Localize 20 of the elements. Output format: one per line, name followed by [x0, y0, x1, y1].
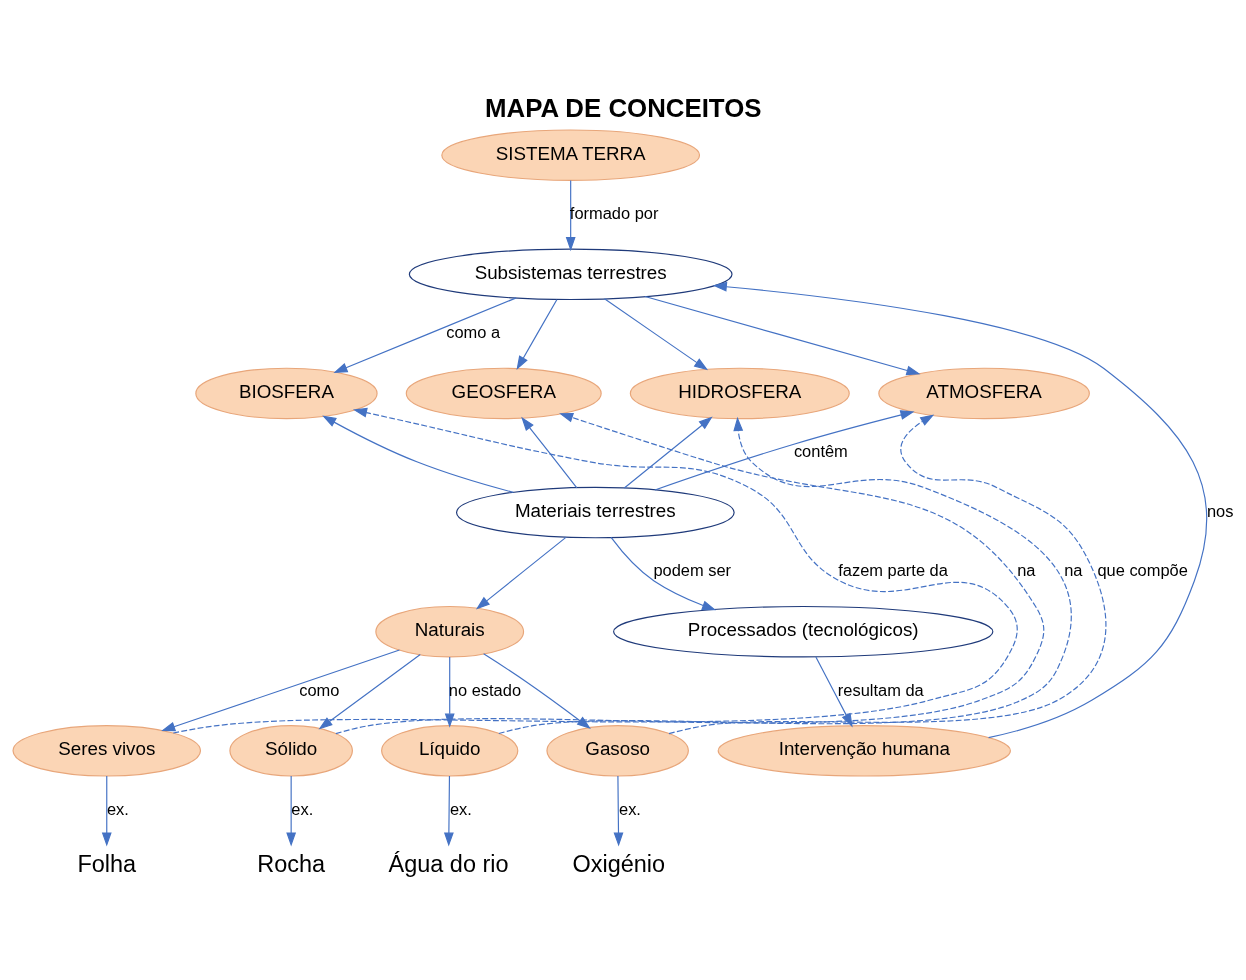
edge-label: ex. [619, 799, 641, 818]
edge-label: como a [446, 323, 501, 342]
node-text: Oxigénio [572, 851, 666, 878]
edge-label: podem ser [653, 561, 732, 580]
edge-label: na [1064, 561, 1083, 580]
node-text: Folha [77, 851, 137, 878]
edge-label: nos [1206, 501, 1234, 520]
edge-label: ex. [106, 799, 129, 818]
node-text: Rocha [257, 851, 326, 878]
node-text: Água do rio [388, 851, 509, 878]
edge-label: que compõe [1097, 561, 1188, 580]
edge-label: como [299, 680, 340, 699]
edge-label: ex. [449, 799, 472, 818]
diagram-title: MAPA DE CONCEITOS [485, 93, 762, 122]
edge-label: resultam da [837, 680, 924, 699]
edge-label: contêm [793, 442, 848, 461]
edge-label: fazem parte da [838, 561, 948, 580]
edge-label: na [1017, 561, 1036, 580]
edge-label: no estado [448, 680, 522, 699]
edge-label: ex. [291, 799, 314, 818]
